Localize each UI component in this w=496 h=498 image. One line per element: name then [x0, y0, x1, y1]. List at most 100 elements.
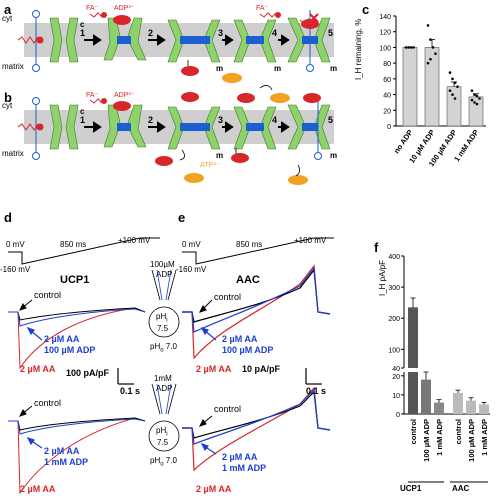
d-scale-x: 0.1 s	[120, 386, 141, 396]
chart-c-point	[451, 77, 454, 81]
ucp1-traces-top	[8, 307, 146, 370]
chart-c-point	[429, 38, 432, 41]
transporter-a2	[103, 17, 147, 61]
chart-f-xtick-label: 1 mM ADP	[435, 419, 444, 456]
voltage-protocol-e	[182, 237, 334, 265]
e-vend: +100 mV	[294, 236, 327, 245]
chart-c-point	[453, 81, 457, 85]
chart-c-ylabel: I_H remaining, %	[354, 18, 363, 80]
step-1-b: 1	[80, 115, 86, 125]
step-3-a: 3	[218, 28, 224, 38]
panel-label-c: c	[362, 2, 370, 17]
chart-c-point	[475, 94, 479, 98]
chart-f-xtick-label: 1 mM ADP	[480, 419, 489, 456]
chart-f-bar-lower	[408, 372, 418, 414]
chart-c-bar	[402, 47, 418, 127]
e-control-bottom: control	[214, 404, 242, 414]
chart-c-point	[456, 85, 459, 89]
chart-f-group-ucp1: UCP1	[400, 484, 422, 493]
chart-c-ytick-label: 40	[383, 93, 391, 100]
cyt-label-a: cyt	[2, 14, 13, 23]
chart-f-ytick-label: 200	[388, 316, 400, 323]
transporter-a1	[49, 17, 79, 63]
e-v0: 0 mV	[182, 240, 201, 249]
e-aa-top: 2 µM AA	[196, 364, 232, 374]
pipette-top-pho: pHo 7.0	[150, 342, 177, 354]
e-scale-x: 0.1 s	[306, 386, 327, 396]
chart-c-point	[470, 89, 474, 92]
traces-panel	[8, 237, 334, 495]
scale-bar-d	[117, 368, 134, 385]
matrix-label-a: matrix	[2, 62, 24, 71]
d-control-top: control	[34, 290, 62, 300]
pipette-top-adp-1: 100µM	[150, 260, 175, 269]
chart-f-bar	[466, 400, 476, 414]
chart-f-ytick-label: 300	[388, 285, 400, 292]
chart-c-ytick-label: 120	[379, 30, 391, 37]
e-aa-adp1-2: 1 mM ADP	[222, 463, 267, 473]
d-dur: 850 ms	[60, 240, 87, 249]
chart-f-bar	[479, 404, 489, 414]
step-4-a: 4	[272, 28, 278, 38]
e-aa-bottom: 2 µM AA	[196, 484, 232, 494]
chart-f-bar	[453, 393, 463, 414]
d-vend: +100 mV	[118, 236, 151, 245]
panel-label-b: b	[4, 90, 12, 105]
chart-f-ylabel: I_H pA/pF	[378, 259, 387, 296]
chart-f-bar	[434, 402, 444, 414]
step-4-b: 4	[272, 115, 278, 125]
chart-c-ytick-label: 100	[379, 45, 391, 52]
e-aa-adp100-1: 2 µM AA	[222, 334, 258, 344]
chart-f-ytick-label: 400	[388, 254, 400, 261]
fa-label-b1: FA⁻	[86, 92, 99, 99]
chart-c-ytick-label: 60	[383, 77, 391, 84]
schematic-diagram	[17, 10, 334, 185]
adp-icons	[113, 15, 321, 166]
ucp1-traces-bottom	[8, 417, 146, 495]
chart-c-bar	[468, 96, 484, 127]
chart-f-ytick-label: 40	[392, 366, 400, 373]
m-label-a3: m	[216, 64, 224, 73]
pipette-top-phi-val: 7.5	[157, 324, 169, 333]
chart-c-ytick-label: 80	[383, 61, 391, 68]
step-2-b: 2	[148, 115, 154, 125]
chart-c-point	[475, 102, 479, 106]
d-aa-adp1-2: 1 mM ADP	[44, 457, 89, 467]
pipette-top-phi: pHi	[156, 312, 168, 324]
chart-c-point	[431, 46, 435, 49]
transporter-b2	[103, 104, 147, 148]
m-label-b3: m	[216, 151, 224, 160]
c-label-a: c	[80, 20, 85, 29]
chart-c-point	[407, 46, 410, 49]
chart-c-point	[473, 101, 476, 104]
chart-c-point	[470, 98, 474, 102]
transporter-b4	[233, 106, 277, 150]
chart-c-bar	[446, 86, 462, 127]
step-3-b: 3	[218, 115, 224, 125]
d-v0: 0 mV	[6, 240, 25, 249]
aac-traces-bottom	[182, 386, 331, 472]
fa-label-a4: FA⁻	[256, 5, 269, 12]
e-dur: 850 ms	[236, 240, 263, 249]
d-aa-top: 2 µM AA	[20, 364, 56, 374]
chart-c-point	[412, 46, 415, 49]
step-5-b: 5	[328, 115, 334, 125]
d-aa-adp1-1: 2 µM AA	[44, 446, 80, 456]
chart-f-bar	[421, 379, 431, 414]
chart-c-point	[451, 93, 454, 96]
transporter-a4	[233, 19, 277, 63]
chart-f-group-aac: AAC	[452, 484, 470, 493]
chart-c-bar	[424, 47, 440, 127]
adp-label-a1: ADP³⁻	[114, 5, 135, 12]
flux-arrows	[179, 60, 300, 177]
step-2-a: 2	[148, 28, 154, 38]
voltage-protocol-d	[8, 237, 160, 265]
chart-c-point	[426, 24, 430, 27]
chart-c-ytick-label: 20	[383, 108, 391, 115]
chart-f-xtick-label: control	[454, 419, 463, 444]
d-title: UCP1	[60, 274, 90, 286]
chart-c-ytick-label: 140	[379, 14, 391, 21]
atp-icons	[184, 73, 308, 185]
